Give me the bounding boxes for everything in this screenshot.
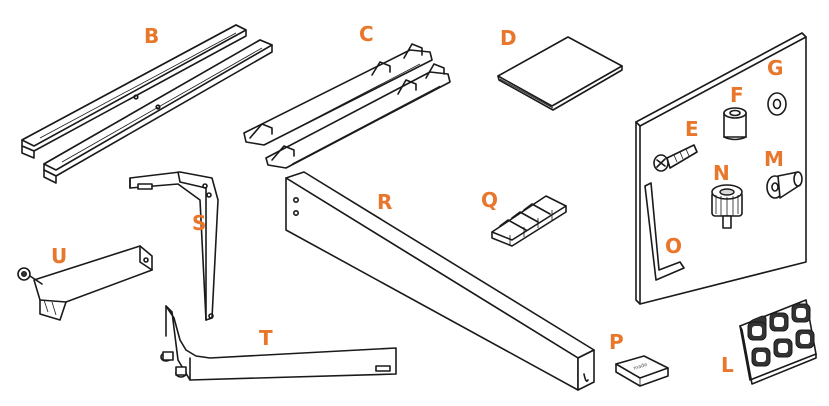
label-f: F: [730, 83, 744, 107]
part-e-screw: [653, 144, 698, 172]
part-u-angle-bracket: [17, 245, 153, 321]
label-t: T: [259, 326, 273, 350]
label-m: M: [764, 147, 784, 171]
label-o: O: [665, 234, 682, 258]
label-e: E: [685, 117, 699, 141]
part-c-brackets: [243, 43, 451, 169]
part-p-cover: made: [615, 355, 669, 387]
part-s-bent-bracket: [129, 171, 219, 321]
label-s: S: [192, 211, 206, 235]
label-n: N: [713, 161, 730, 185]
part-labels: B C D E F G N M O Q R S T U P L: [51, 22, 784, 377]
part-t-curved-bracket: [160, 305, 397, 381]
part-b-rails: [21, 24, 273, 184]
part-l-pad-sheet: [739, 299, 817, 385]
mounting-plate: [635, 32, 807, 305]
part-g-washer: [767, 92, 787, 116]
label-c: C: [359, 22, 374, 46]
label-p: P: [609, 330, 624, 354]
part-f-spacer: [723, 107, 747, 141]
part-m-shoulder-screw: [766, 171, 803, 199]
label-r: R: [377, 190, 392, 214]
label-q: Q: [481, 188, 498, 212]
part-n-knob: [711, 184, 743, 229]
label-d: D: [500, 26, 517, 50]
part-r-support-arm: [285, 171, 595, 391]
label-l: L: [721, 353, 734, 377]
part-o-hex-key: [644, 182, 685, 281]
part-q-cable-clip: [491, 195, 567, 247]
svg-text:made: made: [633, 362, 648, 372]
label-b: B: [144, 24, 159, 48]
part-d-booklet: [497, 36, 623, 111]
label-g: G: [767, 56, 783, 80]
label-u: U: [51, 244, 67, 268]
